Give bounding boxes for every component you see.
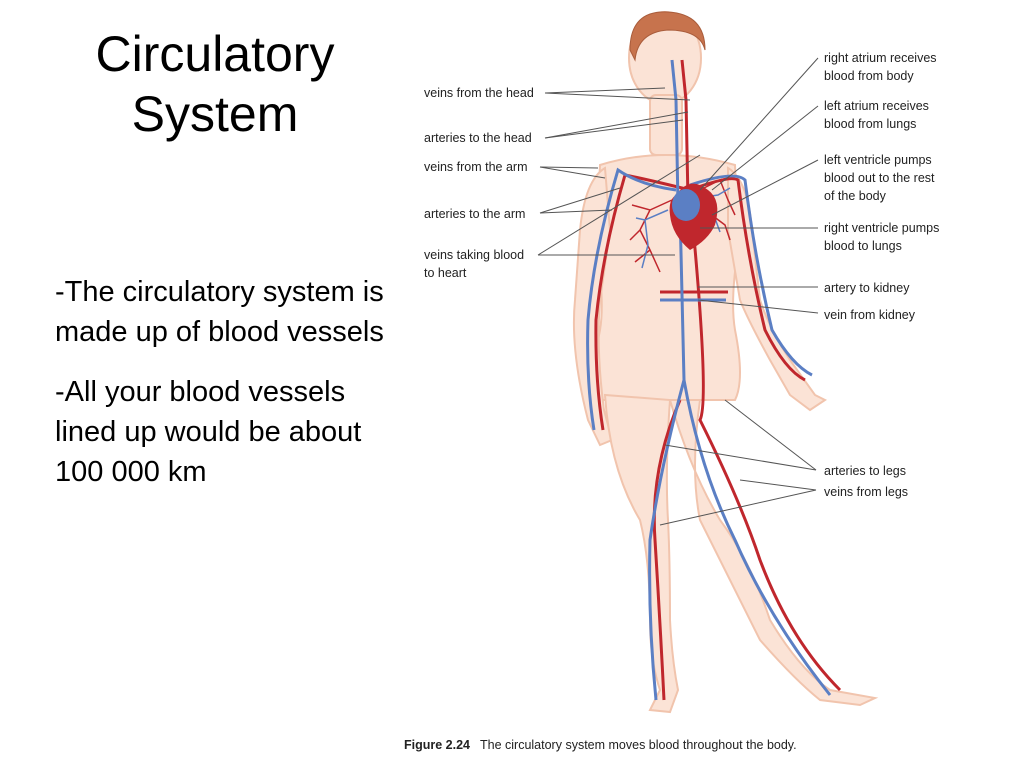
- label-veins-to-heart: veins taking blood to heart: [424, 248, 525, 280]
- torso: [594, 154, 741, 401]
- bullet-blood-vessels: -The circulatory system is made up of bl…: [55, 276, 384, 348]
- label-vein-from-kidney: vein from kidney: [824, 308, 916, 322]
- label-veins-from-legs: veins from legs: [824, 485, 909, 499]
- figure-caption-text: The circulatory system moves blood throu…: [480, 738, 797, 752]
- figure-number: Figure 2.24: [404, 738, 470, 752]
- label-arteries-to-head: arteries to the head: [424, 131, 532, 145]
- label-left-ventricle: left ventricle pumps blood out to the re…: [824, 153, 935, 203]
- label-artery-to-kidney: artery to kidney: [824, 281, 910, 295]
- slide-title: Circulatory System: [95, 26, 335, 142]
- label-left-atrium: left atrium receives blood from lungs: [824, 99, 929, 131]
- label-veins-from-head: veins from the head: [424, 86, 534, 100]
- callout-lines: [537, 57, 819, 526]
- slide-body: -The circulatory system is made up of bl…: [55, 272, 395, 512]
- right-leg: [668, 399, 879, 707]
- hair: [629, 11, 706, 62]
- label-right-atrium: right atrium receives blood from body: [824, 51, 937, 83]
- figure-caption: Figure 2.24 The circulatory system moves …: [404, 738, 797, 752]
- label-arteries-to-arm: arteries to the arm: [424, 207, 526, 221]
- left-arm: [572, 166, 614, 447]
- heart: [669, 183, 718, 250]
- bullet-vessel-length: -All your blood vessels lined up would b…: [55, 376, 362, 488]
- veins: [586, 59, 832, 701]
- label-arteries-to-legs: arteries to legs: [824, 464, 906, 478]
- label-right-ventricle: right ventricle pumps blood to lungs: [824, 221, 940, 253]
- label-veins-from-arm: veins from the arm: [424, 160, 528, 174]
